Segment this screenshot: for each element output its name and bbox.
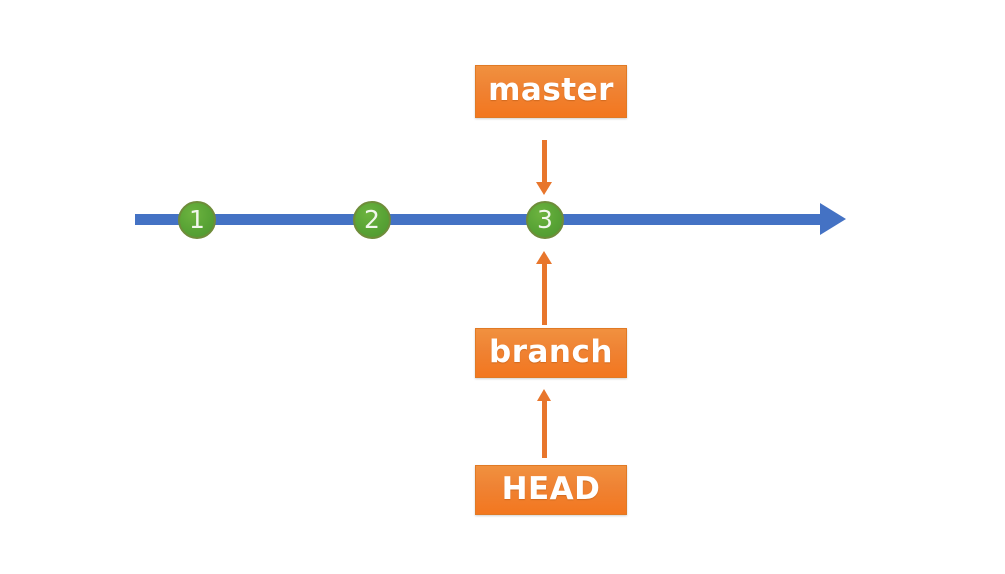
connector-branch-arrow-up-icon bbox=[536, 251, 552, 264]
commit-node-2[interactable]: 2 bbox=[353, 201, 391, 239]
commit-node-3[interactable]: 3 bbox=[526, 201, 564, 239]
ref-box-branch-label: branch bbox=[489, 333, 613, 370]
ref-box-branch[interactable]: branch bbox=[475, 328, 627, 378]
ref-box-master-label: master bbox=[488, 72, 614, 108]
commit-node-1[interactable]: 1 bbox=[178, 201, 216, 239]
ref-box-head[interactable]: HEAD bbox=[475, 465, 627, 515]
ref-box-head-label: HEAD bbox=[501, 470, 601, 507]
timeline-axis bbox=[135, 214, 823, 225]
connector-branch-shaft bbox=[542, 263, 547, 325]
connector-head-arrow-up-icon bbox=[537, 389, 551, 401]
commit-node-3-label: 3 bbox=[537, 204, 553, 234]
commit-node-1-label: 1 bbox=[189, 204, 205, 234]
ref-box-master[interactable]: master bbox=[475, 65, 627, 118]
commit-node-2-label: 2 bbox=[364, 204, 380, 234]
timeline-arrow-right-icon bbox=[820, 203, 846, 235]
connector-head-shaft bbox=[542, 400, 547, 458]
connector-master-arrow-down-icon bbox=[536, 182, 552, 195]
connector-master-shaft bbox=[542, 140, 547, 183]
